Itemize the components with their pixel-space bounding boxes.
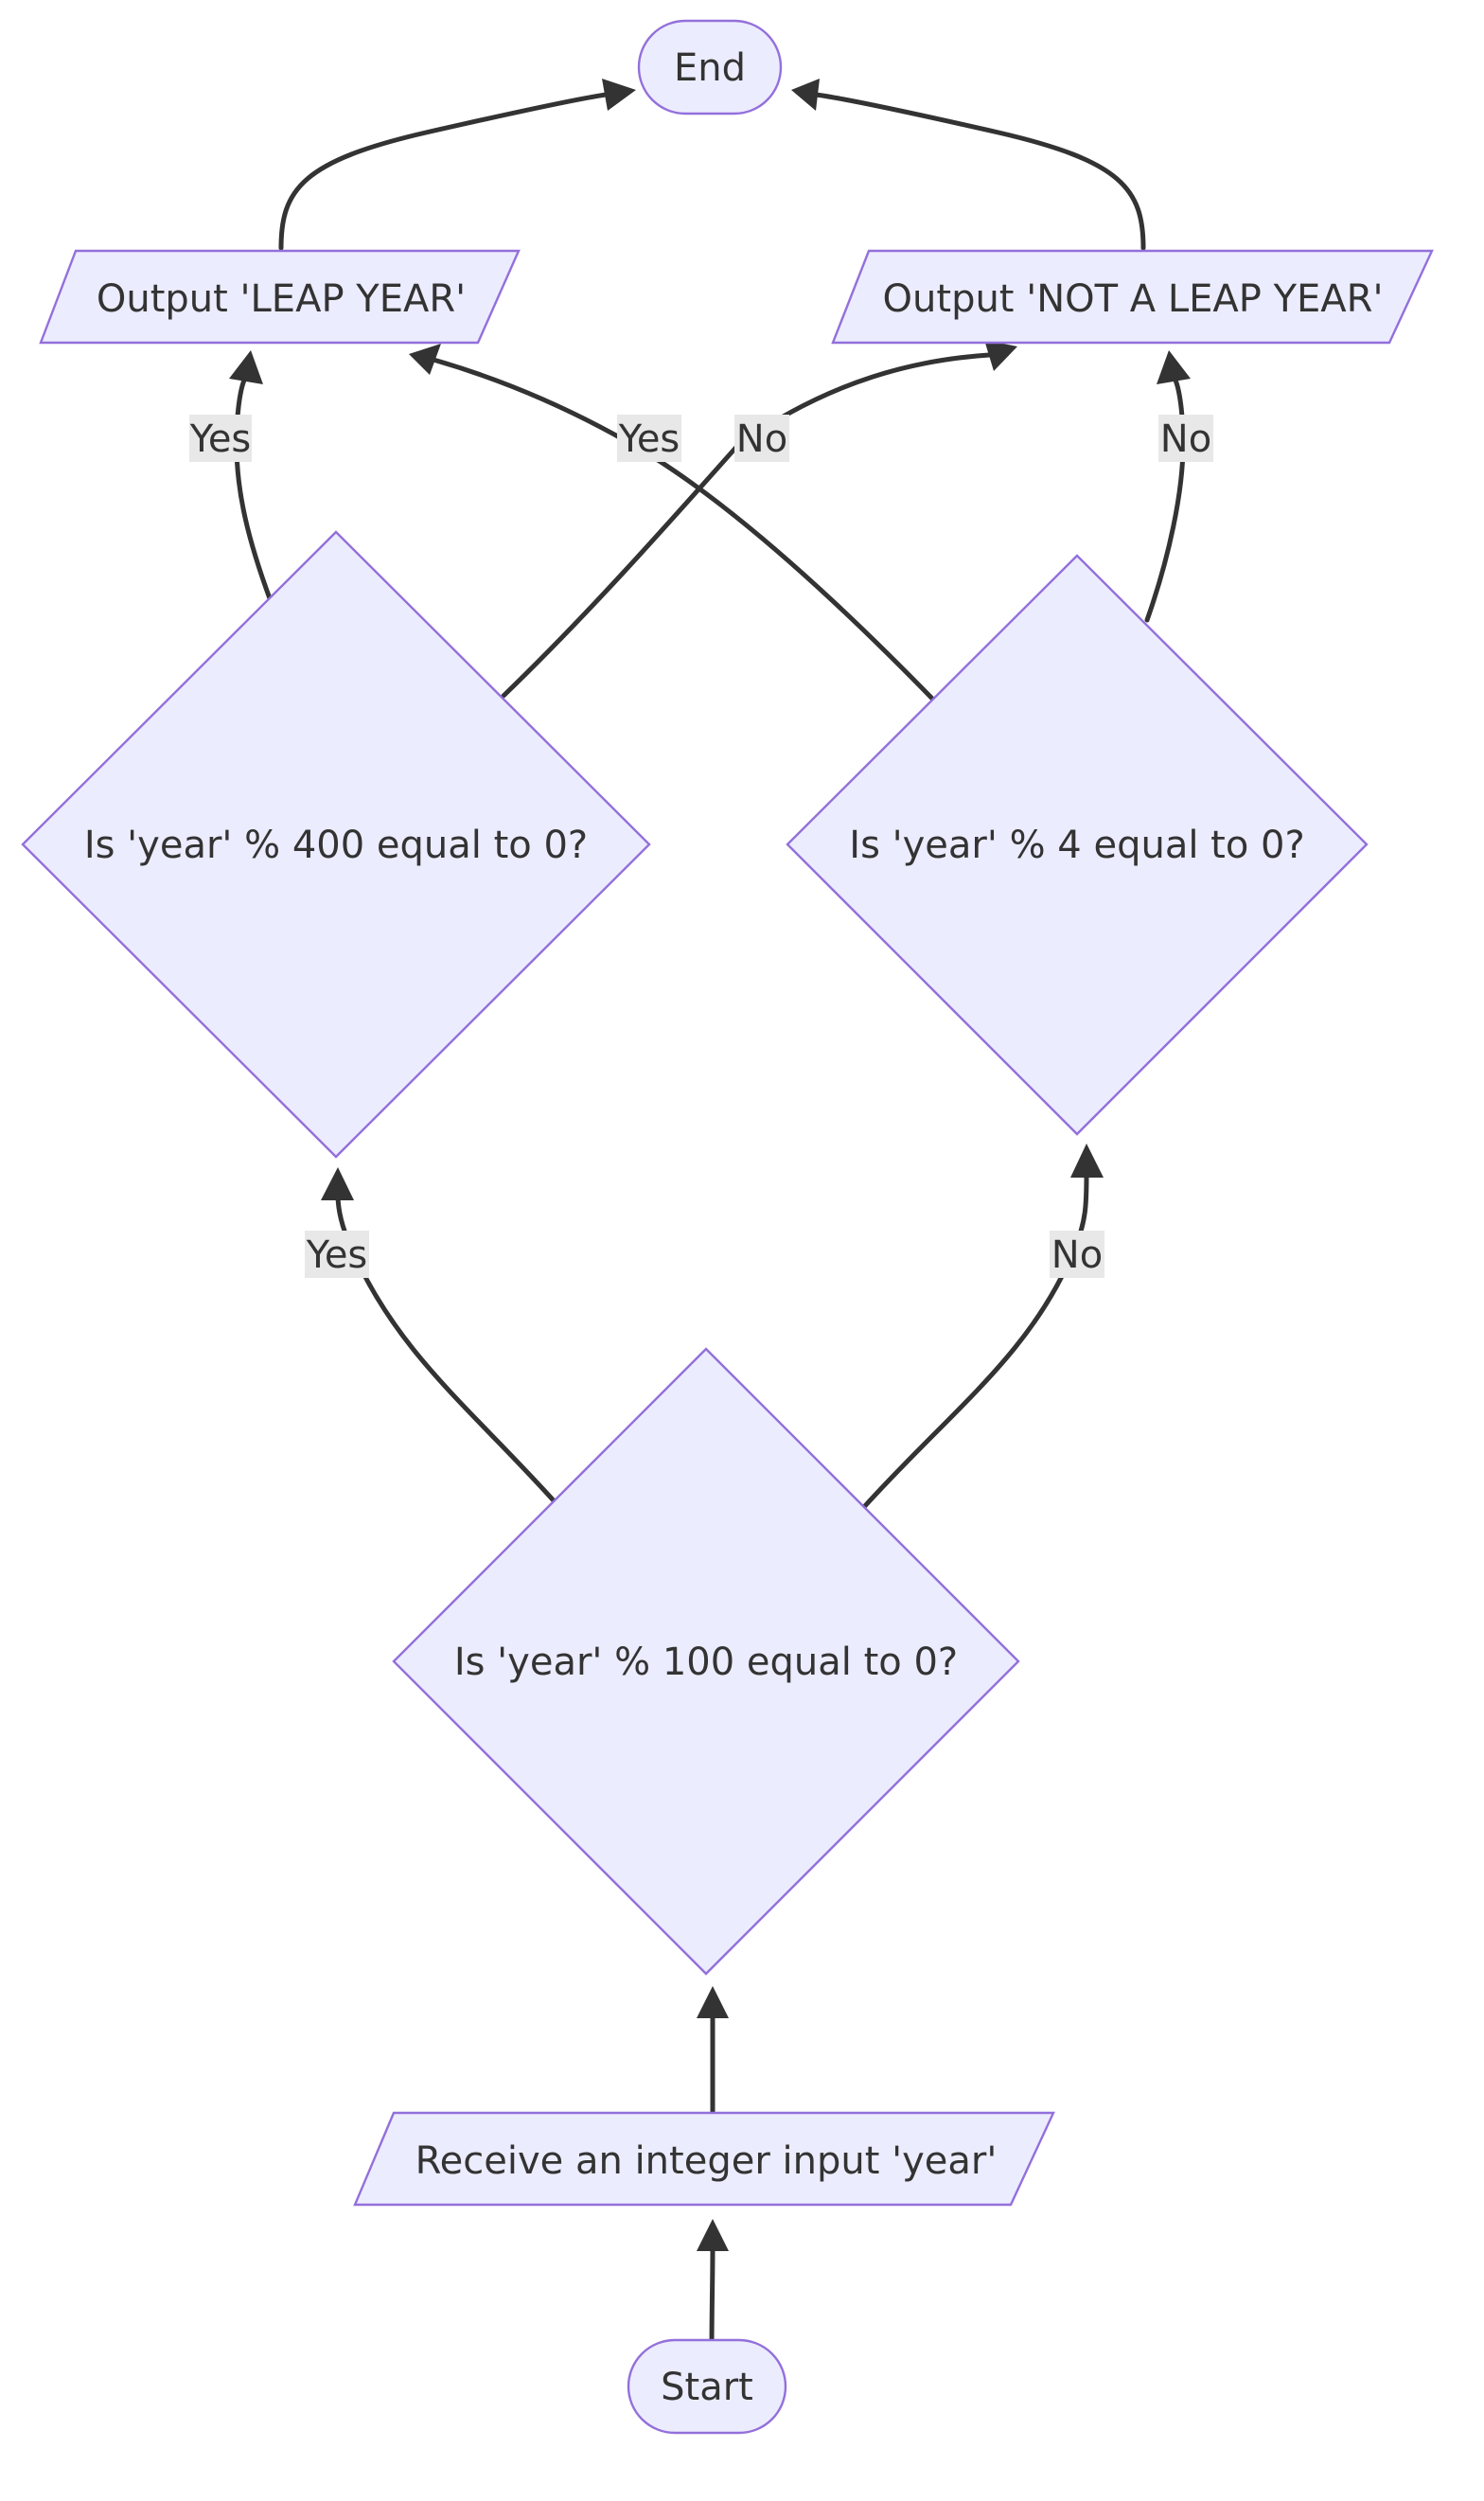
edges (229, 79, 1191, 2356)
svg-text:No: No (1160, 417, 1211, 461)
node-start[interactable]: Start (627, 2338, 787, 2435)
svg-text:No: No (736, 417, 787, 461)
arrowhead-check4 (1070, 1144, 1104, 1178)
arrowhead-check100 (697, 1986, 729, 2018)
svg-text:No: No (1051, 1233, 1103, 1277)
edge-label-check100-no: No (1050, 1231, 1104, 1278)
svg-text:Receive an integer input 'year: Receive an integer input 'year' (415, 2139, 998, 2183)
arrowhead-leap-right (409, 344, 441, 375)
edge-check4-to-leap (431, 357, 938, 704)
svg-text:Start: Start (661, 2366, 753, 2409)
arrowhead-notleap-right (1157, 350, 1191, 384)
edge-labels: Yes Yes No No Yes No (189, 415, 1213, 1278)
node-output-not-leap-year[interactable]: Output 'NOT A LEAP YEAR' (831, 249, 1434, 345)
arrowhead-check400 (321, 1167, 354, 1200)
arrowhead-notleap-left (984, 340, 1017, 371)
svg-text:End: End (674, 46, 746, 90)
svg-text:Output 'LEAP YEAR': Output 'LEAP YEAR' (97, 277, 466, 321)
edge-start-to-input (709, 2244, 716, 2356)
nodes: End Output 'LEAP YEAR' Output 'NOT A LEA… (21, 19, 1434, 2435)
edge-check4-to-notleap (1144, 374, 1186, 623)
node-check-4[interactable]: Is 'year' % 4 equal to 0? (786, 554, 1369, 1136)
node-end[interactable]: End (637, 19, 783, 115)
arrowhead-end-left (602, 79, 636, 111)
svg-text:Yes: Yes (618, 417, 680, 461)
svg-text:Yes: Yes (306, 1233, 368, 1277)
svg-text:Is 'year' % 100 equal to 0?: Is 'year' % 100 equal to 0? (454, 1641, 958, 1684)
edge-check100-to-check400 (335, 1192, 563, 1511)
svg-text:Is 'year' % 400 equal to 0?: Is 'year' % 400 equal to 0? (84, 824, 588, 867)
edge-label-check400-yes: Yes (189, 415, 252, 462)
edge-label-check4-no: No (1158, 415, 1213, 462)
node-check-400[interactable]: Is 'year' % 400 equal to 0? (21, 530, 651, 1159)
svg-text:Is 'year' % 4 equal to 0?: Is 'year' % 4 equal to 0? (849, 824, 1304, 867)
svg-text:Yes: Yes (189, 417, 252, 461)
edge-notleap-to-end (813, 92, 1146, 251)
node-output-leap-year[interactable]: Output 'LEAP YEAR' (39, 249, 521, 345)
edge-label-check400-no: No (734, 415, 789, 462)
edge-leap-to-end (278, 92, 609, 251)
edge-label-check100-yes: Yes (305, 1231, 369, 1278)
edge-label-check4-yes: Yes (617, 415, 681, 462)
node-check-100[interactable]: Is 'year' % 100 equal to 0? (392, 1347, 1020, 1976)
svg-text:Output 'NOT A LEAP YEAR': Output 'NOT A LEAP YEAR' (883, 277, 1384, 321)
arrowhead-end-right (791, 79, 820, 111)
arrowhead-input (697, 2219, 729, 2251)
edge-check400-to-leap (234, 374, 274, 604)
arrowhead-leap-left (229, 350, 263, 384)
edge-check100-to-check4 (860, 1171, 1089, 1511)
node-input[interactable]: Receive an integer input 'year' (353, 2111, 1055, 2207)
